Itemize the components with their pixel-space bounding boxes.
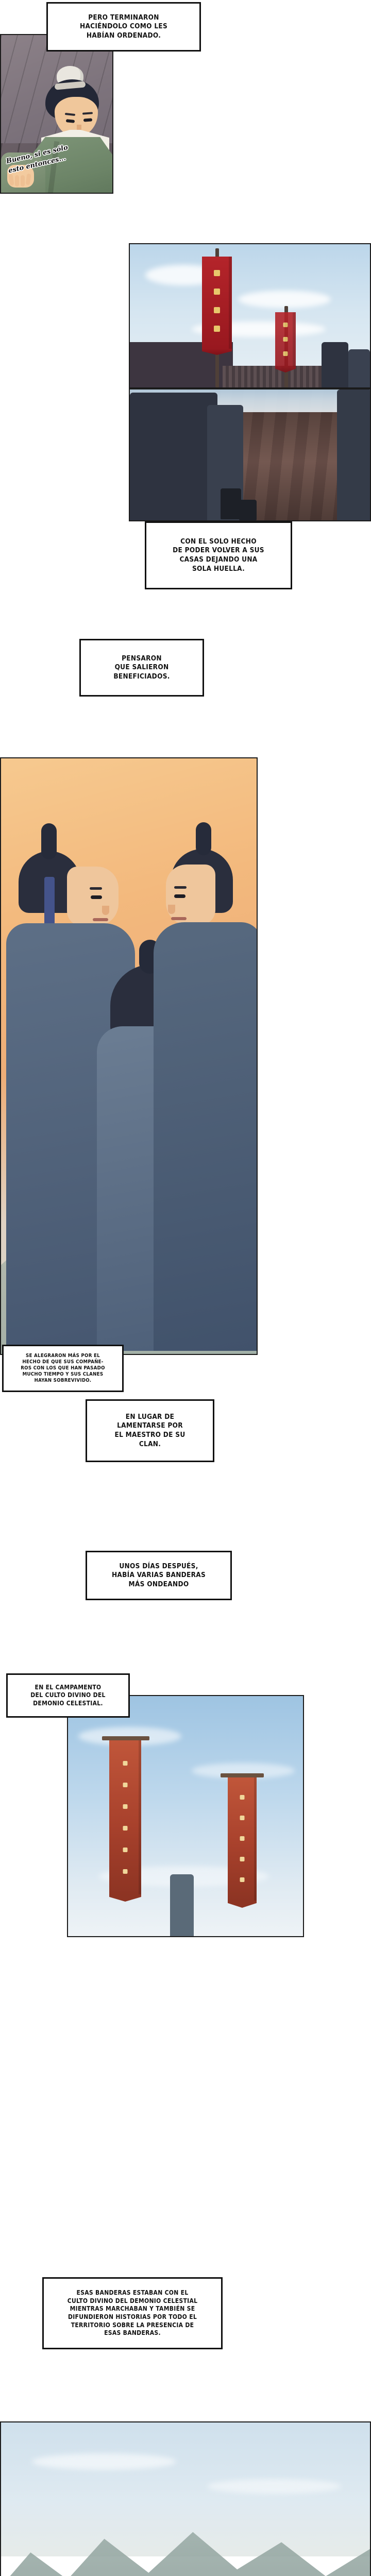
eyebrow-left-man (90, 887, 102, 890)
hand (7, 165, 34, 188)
finger (8, 174, 14, 186)
finger (25, 173, 31, 185)
red-banner (202, 257, 232, 349)
flag-glyph (123, 1848, 128, 1852)
caption-en-lugar-de-lamentarse: EN LUGAR DE LAMENTARSE POR EL MAESTRO DE… (86, 1399, 214, 1462)
banner-glyph (283, 337, 288, 342)
figure-dark-robe-right (337, 389, 370, 520)
eye-right-man (174, 894, 185, 898)
flag-glyph (123, 1804, 128, 1809)
nose (77, 125, 81, 132)
boot (221, 488, 241, 519)
caption-text: CON EL SOLO HECHO DE PODER VOLVER A SUS … (173, 537, 264, 573)
caption-se-alegraron-mas: SE ALEGRARON MÁS POR EL HECHO DE QUE SUS… (2, 1345, 124, 1392)
flag-glyph (123, 1783, 128, 1787)
robe-right-man (154, 922, 257, 1351)
figure-dark-robe (322, 342, 348, 387)
caption-text: UNOS DÍAS DESPUÉS, HABÍA VARIAS BANDERAS… (111, 1562, 206, 1588)
flag-glyph (240, 1877, 245, 1882)
caption-esas-banderas-estaban: ESAS BANDERAS ESTABAN CON EL CULTO DIVIN… (42, 2277, 223, 2349)
flag-glyph (123, 1826, 128, 1831)
panel-sky-with-red-banner (129, 243, 371, 388)
panel-man-green-robe-interior (0, 34, 113, 194)
caption-pensaron-que-salieron: PENSARON QUE SALIERON BENEFICIADOS. (79, 639, 204, 697)
panel-banners-against-sky (67, 1695, 304, 1937)
nose-right-man (168, 905, 175, 914)
topknot-left-man (41, 823, 57, 859)
face-right-man (166, 865, 215, 925)
eyebrow-right-man (174, 886, 187, 889)
sky-background (1, 2422, 370, 2556)
figure-dark-robe (348, 349, 370, 387)
red-banner (275, 312, 296, 367)
mouth-right-man (171, 917, 187, 920)
flag-glyph (123, 1869, 128, 1874)
caption-text: ESAS BANDERAS ESTABAN CON EL CULTO DIVIN… (67, 2289, 198, 2337)
flag-crossbar (102, 1736, 149, 1740)
panel-wooden-deck-figures (129, 388, 371, 521)
banner-glyph (283, 323, 288, 327)
red-flag-left (109, 1740, 141, 1895)
caption-text: EN EL CAMPAMENTO DEL CULTO DIVINO DEL DE… (30, 1683, 106, 1707)
cloud (207, 2479, 341, 2494)
banner-glyph (214, 307, 220, 313)
mouth-left-man (93, 918, 108, 921)
banner-glyph (283, 351, 288, 356)
cloud (238, 291, 331, 308)
nose-left-man (102, 906, 109, 915)
caption-en-el-campamento: EN EL CAMPAMENTO DEL CULTO DIVINO DEL DE… (6, 1673, 130, 1718)
caption-unos-dias-despues: UNOS DÍAS DESPUÉS, HABÍA VARIAS BANDERAS… (86, 1551, 232, 1600)
red-flag-right (228, 1777, 257, 1901)
caption-text: PENSARON QUE SALIERON BENEFICIADOS. (113, 654, 170, 681)
flag-glyph (123, 1761, 128, 1766)
eye-right (83, 118, 93, 122)
finger (21, 175, 25, 187)
finger (15, 175, 19, 187)
cloud (32, 2453, 176, 2470)
panel-three-men-orange-sky (0, 757, 258, 1355)
caption-text: EN LUGAR DE LAMENTARSE POR EL MAESTRO DE… (114, 1412, 185, 1448)
caption-pero-terminaron: PERO TERMINARON HACIÉNDOLO COMO LES HABÍ… (46, 2, 201, 52)
banner-glyph (214, 326, 220, 332)
distant-figure (170, 1874, 194, 1936)
flag-glyph (240, 1857, 245, 1861)
flag-glyph (240, 1795, 245, 1800)
caption-con-el-solo-hecho: CON EL SOLO HECHO DE PODER VOLVER A SUS … (145, 521, 292, 589)
flag-glyph (240, 1836, 245, 1841)
caption-text: PERO TERMINARON HACIÉNDOLO COMO LES HABÍ… (79, 13, 168, 40)
banner-glyph (214, 289, 220, 295)
figure-dark-robe-left (130, 393, 217, 520)
caption-text: SE ALEGRARON MÁS POR EL HECHO DE QUE SUS… (21, 1352, 105, 1384)
banner-glyph (214, 270, 220, 276)
boot (239, 500, 257, 520)
topknot-right-man (196, 822, 211, 855)
eye-left-man (91, 895, 102, 899)
flag-glyph (240, 1816, 245, 1820)
flag-crossbar (221, 1773, 264, 1777)
panel-mountain-range (0, 2421, 371, 2576)
